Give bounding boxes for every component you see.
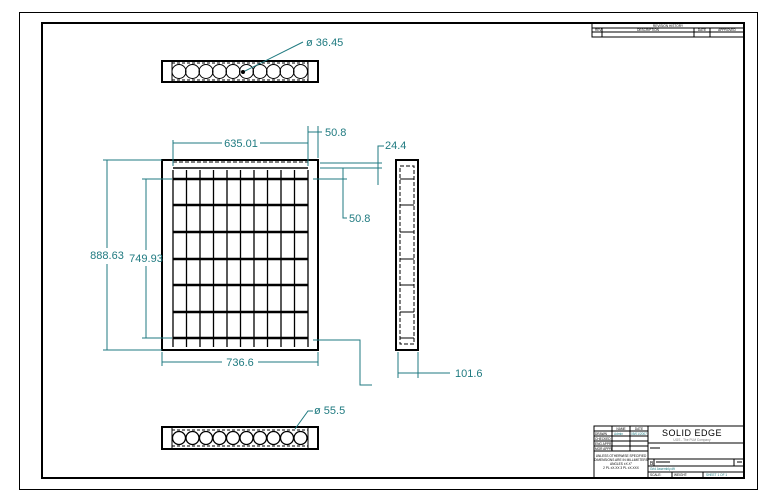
hole-circle xyxy=(198,64,214,79)
revision-title: REVISION HISTORY xyxy=(653,24,684,28)
company-subtitle: UGS - The PLM Company xyxy=(673,438,711,442)
scale-label: SCALE: xyxy=(650,473,661,477)
company-name: SOLID EDGE xyxy=(662,428,722,438)
dim-width-overall: 736.6 xyxy=(226,357,254,369)
rev-header: REV xyxy=(595,28,602,32)
approved-header: APPROVED xyxy=(718,28,736,32)
hole-circle xyxy=(279,430,295,446)
weight-label: WEIGHT: xyxy=(674,473,687,477)
sheet-outer-border xyxy=(19,12,758,490)
hole-circle xyxy=(225,430,241,446)
hole-circle xyxy=(185,64,200,79)
hole-circle xyxy=(252,64,268,79)
front-dimensions: 635.01 50.8 24.4 50.8 888.63 749.93 736.… xyxy=(90,126,406,386)
name-header: NAME xyxy=(616,427,625,431)
dim-height-inner: 749.93 xyxy=(129,253,163,265)
bottom-view: ø 55.5 xyxy=(161,405,345,450)
drawn-date: 05/01/2007 xyxy=(631,432,647,436)
top-hole-leader xyxy=(242,41,304,73)
hole-circle xyxy=(266,64,281,79)
dim-bottom-hole-diameter: ø 55.5 xyxy=(314,405,345,417)
row-eng-appr: ENG APPR xyxy=(595,442,612,446)
drawn-name: Admin xyxy=(614,432,623,436)
sheet-size: B xyxy=(650,461,654,467)
sheet-number: SHEET 1 OF 1 xyxy=(706,473,727,477)
side-view: 101.6 xyxy=(395,159,483,380)
date-header: DATE xyxy=(698,28,706,32)
revision-block: REVISION HISTORY REV DESCRIPTION DATE AP… xyxy=(591,22,745,38)
hole-circle xyxy=(171,64,187,79)
dim-height-overall: 888.63 xyxy=(90,250,124,262)
dim-depth: 101.6 xyxy=(455,368,483,380)
dim-frame-right: 50.8 xyxy=(325,127,346,139)
hole-circle xyxy=(266,430,281,446)
date-col-header: DATE xyxy=(635,427,643,431)
sheet-inner-border xyxy=(41,22,745,479)
hole-circle xyxy=(239,430,254,446)
front-view xyxy=(161,159,319,351)
hole-circle xyxy=(293,430,308,446)
hole-circle xyxy=(279,64,295,79)
row-mgr-appr: MGR APPR xyxy=(595,447,613,451)
title-block: NAME DATE DRAWN CHECKED ENG APPR MGR APP… xyxy=(593,425,745,479)
note-line-4: 2 PL ±X.XX 3 PL ±X.XXX xyxy=(603,466,640,470)
row-drawn: DRAWN xyxy=(595,432,608,436)
leader-dot xyxy=(241,70,245,74)
hole-circle xyxy=(198,430,214,446)
note-line-1: UNLESS OTHERWISE SPECIFIED xyxy=(596,454,647,458)
top-view: ø 36.45 xyxy=(161,37,343,83)
dim-top-hole-diameter: ø 36.45 xyxy=(306,37,343,49)
hole-circle xyxy=(293,64,308,79)
hole-circle xyxy=(185,430,200,446)
hole-circle xyxy=(252,430,268,446)
hole-circle xyxy=(212,64,227,79)
dim-frame-top: 50.8 xyxy=(349,213,370,225)
dim-top-band: 24.4 xyxy=(385,140,406,152)
note-line-2: DIMENSIONS ARE IN MILLIMETERS xyxy=(594,458,648,462)
hole-circle xyxy=(212,430,227,446)
dim-width-inner: 635.01 xyxy=(224,138,258,150)
bottom-hole-leader xyxy=(294,410,313,430)
hole-circle xyxy=(225,64,241,79)
file-name: Grid Assembly.dft xyxy=(650,467,675,471)
description-header: DESCRIPTION xyxy=(637,28,659,32)
row-checked: CHECKED xyxy=(595,437,611,441)
hole-circle xyxy=(171,430,187,446)
note-line-3: ANGLES ±X.X° xyxy=(610,462,633,466)
